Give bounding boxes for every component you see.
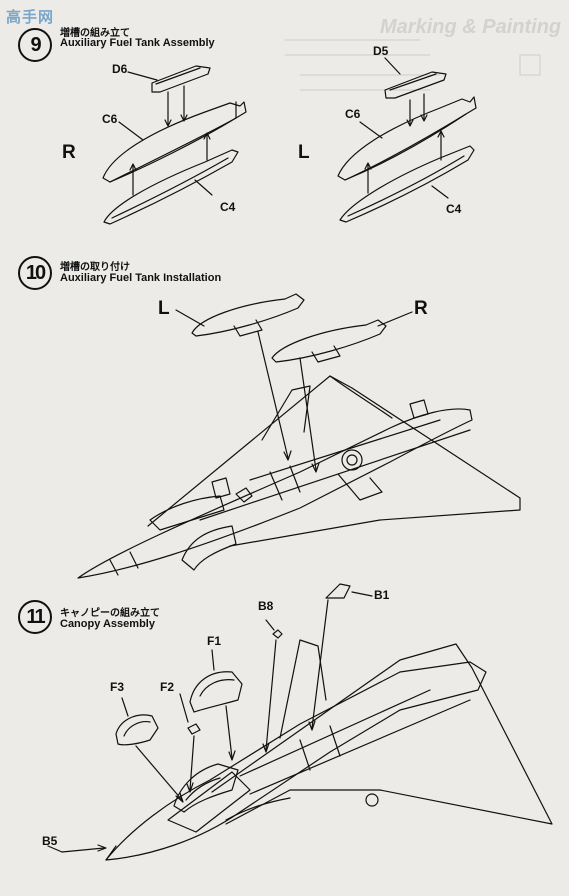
ghost-heading: Marking & Painting bbox=[380, 16, 562, 38]
step-10-label-right: R bbox=[414, 298, 428, 319]
step-10-badge: 10 bbox=[18, 256, 52, 290]
part-b5-label: B5 bbox=[42, 834, 58, 848]
part-b1-label: B1 bbox=[374, 588, 390, 602]
part-f1-label: F1 bbox=[207, 634, 222, 648]
step10-tanks bbox=[175, 293, 413, 473]
part-f2-label: F2 bbox=[160, 680, 175, 694]
watermark-logo: 高手网 bbox=[6, 9, 55, 26]
step-11-title-en: Canopy Assembly bbox=[60, 618, 155, 630]
step-9-title-en: Auxiliary Fuel Tank Assembly bbox=[60, 37, 215, 49]
part-d6-label: D6 bbox=[112, 62, 128, 76]
step-11-title-jp: キャノピーの組み立て bbox=[60, 608, 160, 619]
part-c6-left-label: C6 bbox=[345, 107, 361, 121]
step-10-title-jp: 増槽の取り付け bbox=[60, 262, 130, 273]
step-9-title-jp: 増槽の組み立て bbox=[60, 28, 130, 39]
step-9-badge: 9 bbox=[18, 28, 52, 62]
step10-aircraft-underside bbox=[77, 375, 521, 579]
step-10-label-left: L bbox=[158, 298, 170, 319]
step11-parts bbox=[47, 583, 373, 853]
step9-right-tank bbox=[102, 65, 247, 225]
part-c4-left-label: C4 bbox=[446, 202, 462, 216]
step11-aircraft-top bbox=[105, 639, 553, 861]
step-11-badge: 11 bbox=[18, 600, 52, 634]
part-d5-label: D5 bbox=[373, 44, 389, 58]
step-10-title-en: Auxiliary Fuel Tank Installation bbox=[60, 272, 222, 284]
part-b8-label: B8 bbox=[258, 599, 274, 613]
bleed-through-lines bbox=[284, 39, 541, 91]
step-9-side-right: R bbox=[62, 142, 76, 163]
step9-left-tank bbox=[337, 57, 477, 223]
part-c6-right-label: C6 bbox=[102, 112, 118, 126]
part-c4-right-label: C4 bbox=[220, 200, 236, 214]
step-9-side-left: L bbox=[298, 142, 310, 163]
part-f3-label: F3 bbox=[110, 680, 125, 694]
